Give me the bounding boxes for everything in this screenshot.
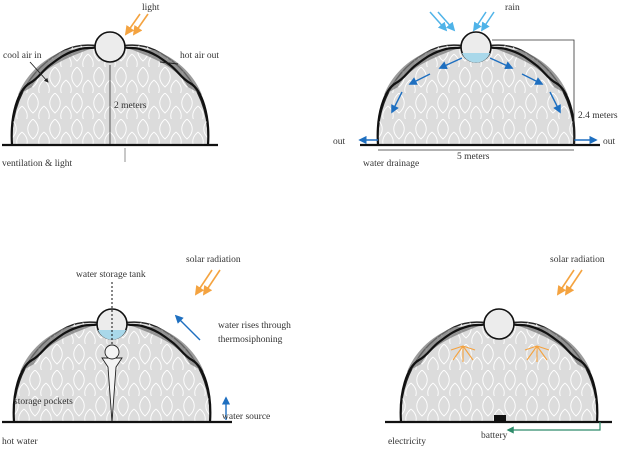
hot-air-arrow bbox=[159, 61, 179, 65]
dome-ventilation bbox=[10, 30, 210, 147]
out-left-label: out bbox=[333, 137, 346, 147]
dome-hot-water bbox=[12, 307, 212, 424]
cool-air-arrow bbox=[29, 61, 49, 83]
panel-electricity: solar radiation battery electricity bbox=[385, 255, 612, 447]
dome-electricity bbox=[399, 307, 599, 424]
solar-arrows-2 bbox=[556, 269, 583, 296]
rain-label: rain bbox=[505, 3, 520, 13]
power-line bbox=[506, 422, 601, 434]
height-label: 2 meters bbox=[114, 101, 147, 111]
rain-arrows bbox=[429, 11, 495, 32]
tank-label: water storage tank bbox=[76, 270, 146, 280]
drainage-caption: water drainage bbox=[363, 159, 419, 169]
panel-hot-water: water storage tank solar radiation water… bbox=[2, 255, 291, 447]
light-label: light bbox=[142, 3, 160, 13]
hot-water-caption: hot water bbox=[2, 437, 38, 447]
panel-drainage: rain out out 2.4 meters 5 meters water d… bbox=[333, 3, 618, 169]
electricity-caption: electricity bbox=[388, 437, 426, 447]
sunlight-arrows bbox=[124, 13, 149, 36]
width-label: 5 meters bbox=[457, 152, 490, 162]
battery-label: battery bbox=[481, 431, 508, 441]
solar-arrows bbox=[194, 269, 221, 296]
source-label: water source bbox=[222, 412, 270, 422]
dome-drainage bbox=[376, 30, 576, 147]
pockets-label: storage pockets bbox=[14, 397, 73, 407]
rises-line1: water rises through bbox=[218, 321, 291, 331]
height-label-2: 2.4 meters bbox=[578, 111, 618, 121]
storage-column bbox=[101, 357, 123, 423]
pv-glow-right bbox=[524, 345, 550, 362]
storage-node bbox=[104, 344, 120, 360]
collected-water bbox=[462, 53, 490, 63]
out-right-label: out bbox=[603, 137, 616, 147]
cool-air-label: cool air in bbox=[3, 51, 42, 61]
battery-icon bbox=[494, 415, 506, 423]
ventilation-caption: ventilation & light bbox=[2, 159, 73, 169]
height-dimension bbox=[492, 39, 575, 145]
rises-line2: thermosiphoning bbox=[218, 335, 283, 345]
hot-air-label: hot air out bbox=[180, 51, 219, 61]
rise-arrow bbox=[174, 314, 201, 341]
solar-label: solar radiation bbox=[186, 255, 241, 265]
pv-glow-left bbox=[450, 345, 476, 362]
panel-ventilation: light cool air in hot air out 2 meters v… bbox=[2, 3, 219, 169]
drainage-flow-arrows bbox=[358, 57, 598, 145]
solar-label-2: solar radiation bbox=[550, 255, 605, 265]
